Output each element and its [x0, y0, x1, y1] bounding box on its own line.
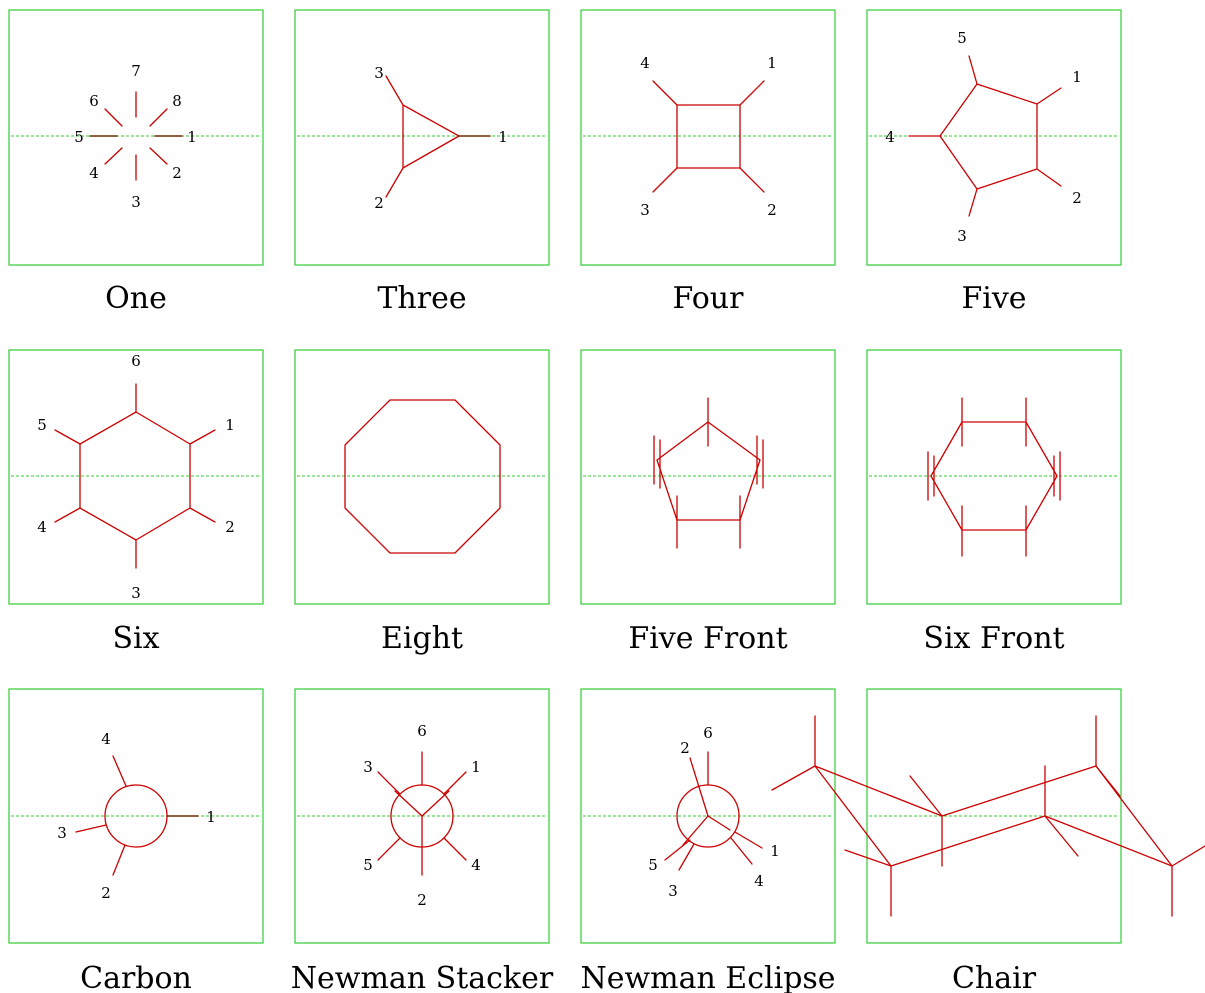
num-label: 2 — [1072, 189, 1082, 207]
panel-newman-eclipse-bonds — [664, 751, 763, 871]
panel-newman-stacker-frame — [294, 688, 550, 944]
num-label: 1 — [471, 758, 481, 776]
num-label: 4 — [640, 54, 650, 72]
num-label: 2 — [417, 891, 427, 909]
num-label: 8 — [172, 92, 182, 110]
panel-six-bonds — [54, 383, 216, 569]
panel-three-bonds — [385, 75, 491, 198]
num-label: 3 — [363, 758, 373, 776]
panel-five-front-bonds — [653, 397, 764, 549]
panel-four: 1 2 3 4 Four — [580, 9, 836, 316]
panel-label: Newman Stacker — [291, 961, 554, 993]
panel-label: Four — [673, 281, 745, 316]
panel-label: Six Front — [923, 621, 1064, 656]
num-label: 1 — [187, 128, 197, 146]
num-label: 4 — [885, 128, 895, 146]
num-label: 3 — [57, 824, 67, 842]
num-label: 5 — [37, 416, 47, 434]
num-label: 3 — [640, 201, 650, 219]
num-label: 6 — [417, 722, 427, 740]
num-label: 2 — [374, 194, 384, 212]
panel-carbon: 1 2 3 4 Carbon — [8, 688, 264, 993]
panel-five-front-frame — [580, 349, 836, 605]
num-label: 1 — [498, 128, 508, 146]
num-label: 1 — [206, 808, 216, 826]
panel-five-front: Five Front — [580, 349, 836, 656]
num-label: 3 — [131, 193, 141, 211]
panel-eight-frame — [294, 349, 550, 605]
panel-one: 1 2 3 4 5 6 7 8 One — [8, 9, 264, 316]
num-label: 2 — [172, 164, 182, 182]
panel-one-frame — [8, 9, 264, 266]
panel-chair-frame — [866, 688, 1122, 944]
panel-four-frame — [580, 9, 836, 266]
num-label: 6 — [703, 724, 713, 742]
num-label: 3 — [131, 584, 141, 602]
num-label: 4 — [754, 872, 764, 890]
panel-label: Five — [961, 281, 1026, 316]
panel-newman-eclipse: 1 2 3 4 5 6 Newman Eclipse — [580, 688, 836, 993]
num-label: 5 — [363, 856, 373, 874]
num-label: 6 — [131, 352, 141, 370]
panel-label: Chair — [952, 961, 1037, 993]
panel-three: 1 2 3 Three — [294, 9, 550, 316]
num-label: 1 — [225, 416, 235, 434]
panel-carbon-bonds — [75, 755, 199, 876]
panel-five-bonds — [908, 55, 1062, 217]
panel-six-front-frame — [866, 349, 1122, 605]
panel-five-frame — [866, 9, 1122, 266]
num-label: 5 — [648, 856, 658, 874]
panel-label: Newman Eclipse — [580, 961, 835, 993]
panel-chair: Chair — [771, 688, 1205, 993]
num-label: 3 — [957, 227, 967, 245]
num-label: 4 — [101, 730, 111, 748]
panel-carbon-frame — [8, 688, 264, 944]
num-label: 3 — [374, 64, 384, 82]
num-label: 3 — [668, 882, 678, 900]
panel-six-frame — [8, 349, 264, 605]
num-label: 1 — [767, 54, 777, 72]
num-label: 1 — [1072, 68, 1082, 86]
panel-six-front-bonds — [927, 397, 1061, 557]
panel-five: 1 2 3 4 5 Five — [866, 9, 1122, 316]
panel-label: Six — [112, 621, 159, 656]
num-label: 2 — [101, 884, 111, 902]
num-label: 4 — [37, 518, 47, 536]
num-label: 2 — [225, 518, 235, 536]
num-label: 7 — [131, 62, 141, 80]
panel-newman-stacker-bonds — [377, 751, 467, 876]
num-label: 2 — [680, 739, 690, 757]
panel-label: Eight — [381, 621, 463, 656]
panel-label: Carbon — [80, 961, 192, 993]
octagon-ring — [344, 399, 501, 554]
panel-label: Five Front — [628, 621, 787, 656]
panel-label: One — [105, 281, 167, 316]
num-label: 4 — [89, 164, 99, 182]
num-label: 4 — [471, 856, 481, 874]
chair-conformation-bonds — [771, 715, 1205, 917]
panel-label: Three — [377, 281, 466, 316]
panel-six: 1 2 3 4 5 6 Six — [8, 349, 264, 656]
panel-three-frame — [294, 9, 550, 266]
panel-four-bonds — [652, 80, 765, 193]
panel-eight: Eight — [294, 349, 550, 656]
panel-newman-stacker: 1 2 3 4 5 6 Newman Stacker — [291, 688, 554, 993]
num-label: 6 — [89, 92, 99, 110]
panel-six-front: Six Front — [866, 349, 1122, 656]
panel-newman-eclipse-frame — [580, 688, 836, 944]
num-label: 1 — [770, 842, 780, 860]
panel-one-bonds — [89, 91, 183, 181]
num-label: 5 — [957, 29, 967, 47]
num-label: 5 — [74, 128, 84, 146]
num-label: 2 — [767, 201, 777, 219]
